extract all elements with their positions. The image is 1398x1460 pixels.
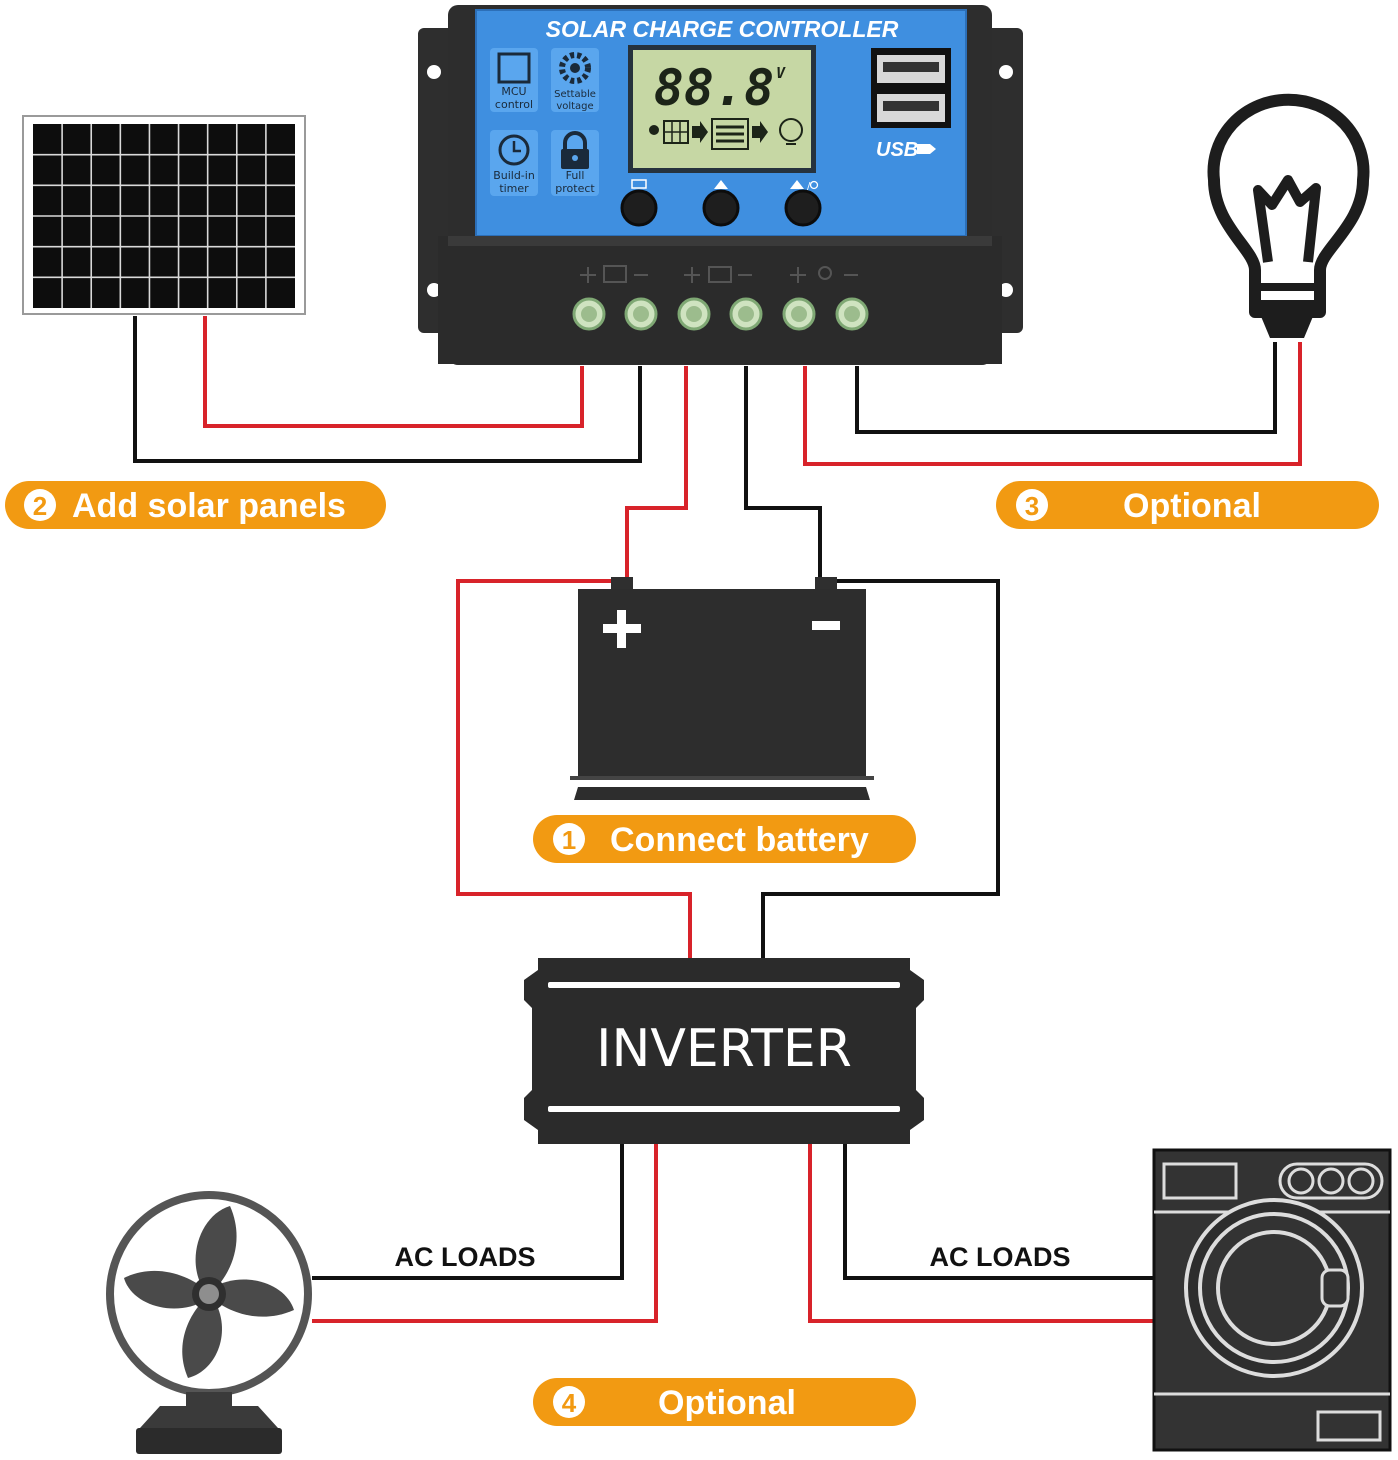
battery-symbol-icon (708, 266, 732, 283)
washer-red-wire (808, 1142, 1156, 1323)
wires (133, 316, 1302, 1323)
svg-text:Settable: Settable (554, 89, 596, 100)
load-black-wire (855, 342, 1277, 434)
svg-text:Full: Full (566, 169, 585, 182)
menu-button[interactable] (620, 189, 658, 227)
controller-title: SOLAR CHARGE CONTROLLER (546, 16, 899, 42)
arrow-right-icon (752, 121, 768, 143)
up-load-icon (790, 180, 804, 189)
load-red-wire (803, 342, 1302, 466)
svg-text:MCU: MCU (501, 85, 526, 98)
step4-text: Optional (658, 1384, 796, 1422)
number-badge-icon (1016, 489, 1048, 521)
svg-text:Build-in: Build-in (493, 169, 535, 182)
solar-black-wire (133, 316, 642, 463)
feature-timer: Build-in timer (490, 130, 538, 196)
feature-full-protect: Full protect (551, 130, 599, 196)
svg-text:3: 3 (1025, 491, 1039, 521)
step1-text: Connect battery (610, 821, 869, 859)
up-icon (714, 180, 728, 189)
svg-text:timer: timer (499, 182, 529, 195)
feature-mcu: MCU control (490, 48, 538, 112)
fan-red-wire (312, 1142, 658, 1323)
lock-icon (561, 131, 589, 169)
svg-text:1: 1 (562, 825, 576, 855)
usb-label: USB (876, 139, 918, 161)
inverter: INVERTER (524, 958, 924, 1144)
ac-loads-left-label: AC LOADS (395, 1242, 536, 1272)
svg-text:voltage: voltage (556, 101, 593, 112)
battery (570, 577, 874, 800)
clock-icon (498, 134, 530, 166)
svg-text:control: control (495, 98, 533, 111)
number-badge-icon (24, 489, 56, 521)
bulb-symbol-icon (818, 266, 832, 280)
step4-badge: 4 Optional (533, 1378, 916, 1426)
svg-text:/: / (807, 181, 811, 192)
ac-loads-right-label: AC LOADS (930, 1242, 1071, 1272)
sun-icon (649, 125, 659, 135)
step1-badge: 1 Connect battery (533, 815, 916, 863)
gear-icon (559, 52, 591, 84)
load-button[interactable] (784, 189, 822, 227)
battery-small-icon (711, 118, 749, 150)
lcd-value: 88.8 (654, 59, 774, 117)
step3-text: Optional (1123, 487, 1261, 525)
lcd-unit: V (776, 64, 786, 82)
usb-ports: USB (871, 48, 951, 161)
fan-black-wire (312, 1142, 624, 1280)
charge-controller: SOLAR CHARGE CONTROLLER MCU control Sett… (418, 5, 1023, 365)
terminal-symbols (580, 265, 858, 283)
battery-red-wire (625, 366, 688, 580)
panel-symbol-icon (603, 265, 627, 283)
inverter-black-wire (761, 579, 1000, 958)
terminal-screws (572, 297, 869, 331)
menu-icon (631, 179, 647, 189)
svg-text:2: 2 (33, 491, 47, 521)
solar-panel (22, 115, 306, 315)
bulb-small-icon (779, 118, 803, 142)
inverter-label: INVERTER (596, 1019, 852, 1079)
chip-icon (497, 52, 531, 84)
feature-settable-voltage: Settable voltage (551, 48, 599, 112)
washer-black-wire (843, 1142, 1156, 1280)
number-badge-icon (553, 1386, 585, 1418)
washing-machine-icon (1152, 1148, 1392, 1452)
svg-text:protect: protect (555, 182, 595, 195)
step2-badge: 2 Add solar panels (5, 481, 386, 529)
step2-text: Add solar panels (72, 487, 346, 525)
inverter-red-wire (456, 579, 692, 958)
up-button[interactable] (702, 189, 740, 227)
arrow-right-icon (692, 121, 708, 143)
minus-icon (812, 621, 840, 630)
solar-red-wire (203, 316, 584, 428)
light-bulb-icon (1207, 93, 1370, 338)
battery-black-wire (744, 366, 822, 580)
step3-badge: 3 Optional (996, 481, 1379, 529)
number-badge-icon (553, 823, 585, 855)
usb-plug-icon (917, 144, 936, 154)
plus-icon (603, 610, 641, 648)
lcd-display: 88.8 V (628, 45, 816, 173)
fan-icon (106, 1191, 312, 1454)
svg-text:4: 4 (562, 1388, 577, 1418)
